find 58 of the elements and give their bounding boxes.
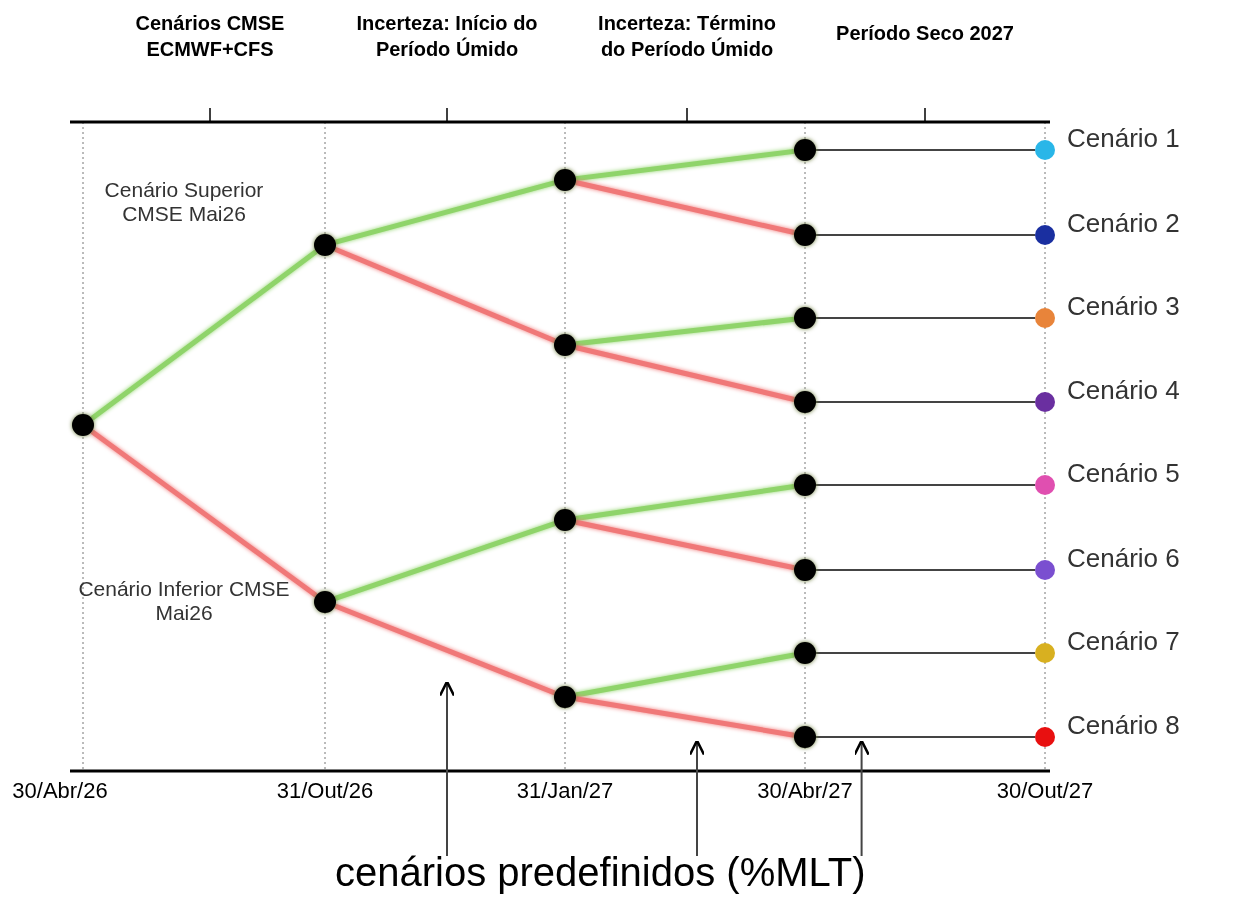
branch-line: [815, 234, 1036, 236]
scenario-label: Cenário 3: [1067, 291, 1180, 322]
branch-line: [575, 652, 795, 698]
node-dot: [554, 334, 576, 356]
branch-line: [90, 249, 318, 421]
scenario-label: Cenário 4: [1067, 375, 1180, 406]
node-dot: [794, 391, 816, 413]
branch-line: [90, 429, 318, 598]
scenario-label: Cenário Inferior CMSE Mai26: [77, 577, 291, 625]
node-dot: [72, 414, 94, 436]
branch-line: [575, 345, 795, 402]
branch-line: [815, 484, 1036, 486]
period-header: Cenários CMSE ECMWF+CFS: [134, 11, 286, 62]
date-label: 30/Abr/27: [757, 778, 853, 804]
node-dot: [794, 474, 816, 496]
period-header: Incerteza: Término do Período Úmido: [597, 11, 777, 62]
scenario-label: Cenário 8: [1067, 710, 1180, 741]
branch-line: [575, 484, 795, 521]
node-dot: [794, 642, 816, 664]
branch-line: [815, 401, 1036, 403]
arrow: [438, 680, 456, 857]
node-dot: [794, 139, 816, 161]
branch-line: [815, 149, 1036, 151]
branch-line: [575, 316, 795, 347]
branch-line: [334, 246, 556, 344]
branch-line: [575, 696, 795, 738]
period-header: Incerteza: Início do Período Úmido: [355, 11, 539, 62]
branch-line: [334, 603, 556, 696]
branch-line: [815, 652, 1036, 654]
period-header: Período Seco 2027: [835, 21, 1015, 46]
branch-line: [334, 521, 556, 601]
node-dot: [794, 726, 816, 748]
scenario-label: Cenário 5: [1067, 458, 1180, 489]
scenario-label: Cenário Superior CMSE Mai26: [103, 178, 265, 226]
annotation-text: cenários predefinidos (%MLT): [335, 850, 866, 895]
arrow: [688, 739, 706, 857]
node-dot: [794, 307, 816, 329]
node-dot: [554, 169, 576, 191]
scenario-label: Cenário 2: [1067, 208, 1180, 239]
branch-line: [815, 736, 1036, 738]
node-dot: [794, 559, 816, 581]
node-dot: [554, 509, 576, 531]
branch-line: [575, 519, 795, 571]
date-label: 31/Jan/27: [516, 778, 614, 804]
scenario-label: Cenário 6: [1067, 543, 1180, 574]
scenario-label: Cenário 1: [1067, 123, 1180, 154]
node-dot: [554, 686, 576, 708]
date-label: 31/Out/26: [276, 778, 374, 804]
branch-line: [815, 317, 1036, 319]
scenario-label: Cenário 7: [1067, 626, 1180, 657]
date-label: 30/Out/27: [996, 778, 1094, 804]
node-dot: [794, 224, 816, 246]
branch-line: [334, 180, 556, 245]
date-label: 30/Abr/26: [12, 778, 108, 804]
arrow: [853, 739, 870, 857]
branch-line: [575, 180, 795, 235]
branch-line: [575, 148, 795, 182]
branch-line: [815, 569, 1036, 571]
